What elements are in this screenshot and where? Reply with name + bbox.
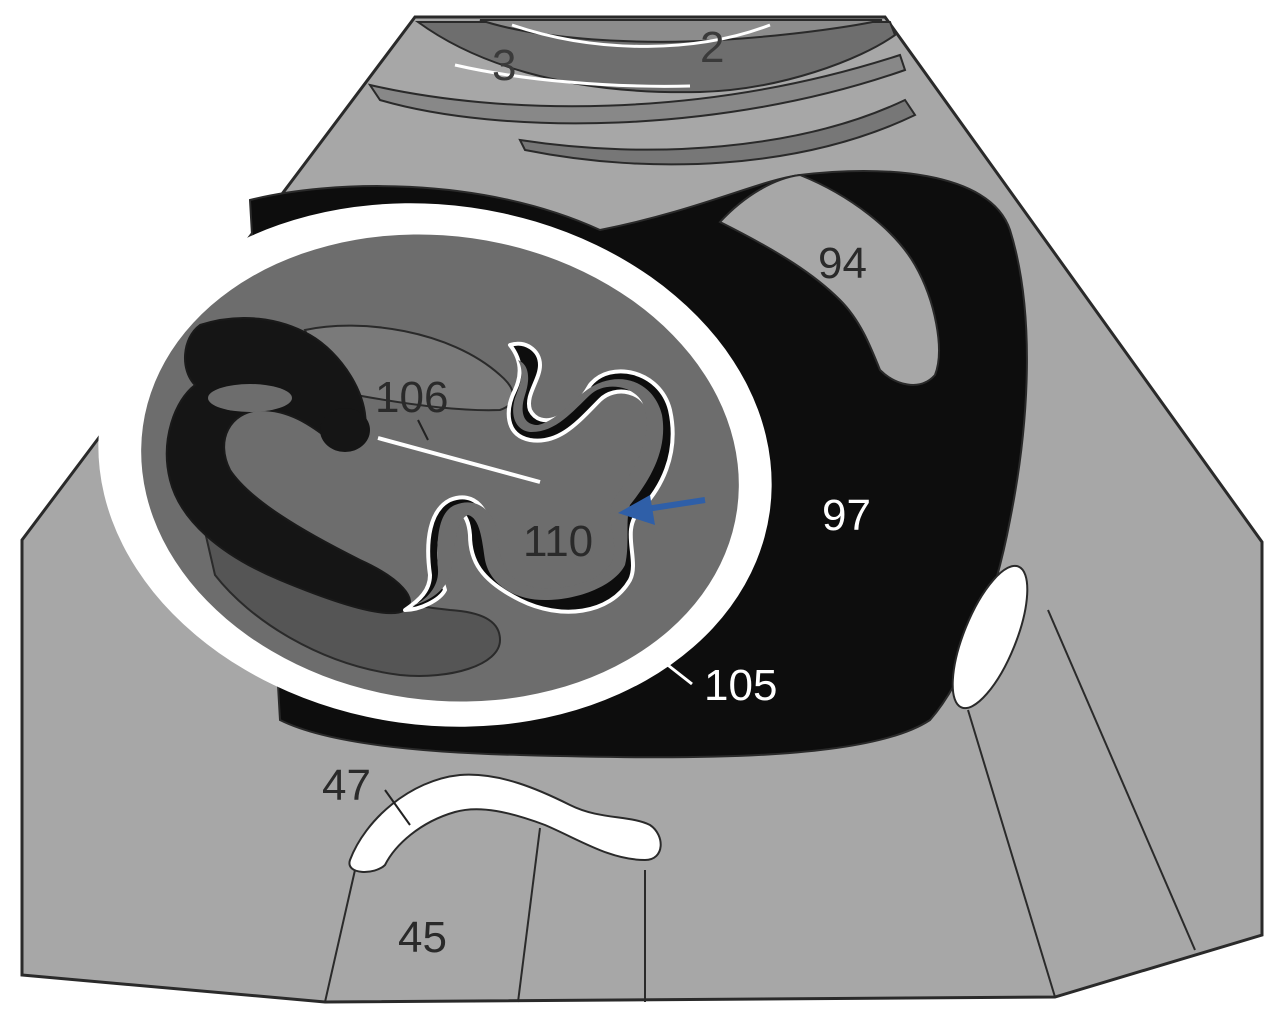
label-47: 47 (322, 761, 371, 810)
label-3: 3 (492, 41, 516, 90)
label-45: 45 (398, 913, 447, 962)
label-106: 106 (375, 373, 448, 422)
ventricle-blob (320, 408, 370, 452)
label-97: 97 (822, 491, 871, 540)
label-105: 105 (704, 661, 777, 710)
label-94: 94 (818, 239, 867, 288)
ventricle-gap (208, 384, 292, 412)
label-110: 110 (523, 517, 593, 566)
label-2: 2 (700, 23, 724, 72)
